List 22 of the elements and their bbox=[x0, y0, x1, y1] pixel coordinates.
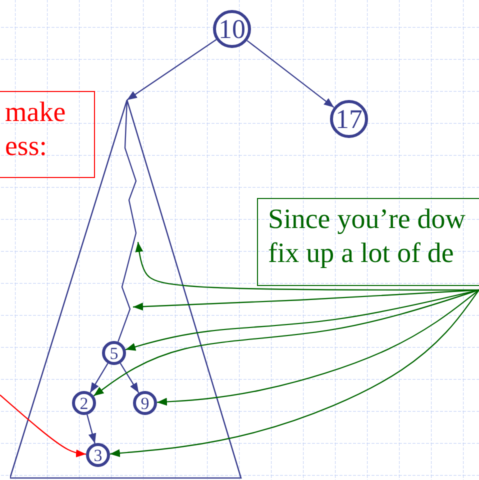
callout-text: make ess: bbox=[5, 96, 67, 164]
callout-box bbox=[257, 198, 479, 286]
arrow bbox=[246, 40, 334, 108]
arrow bbox=[125, 289, 479, 351]
arrow bbox=[93, 289, 479, 396]
arrow bbox=[132, 289, 479, 311]
node-key: 10 bbox=[218, 16, 246, 42]
connector-line bbox=[118, 100, 137, 342]
node-key: 17 bbox=[336, 106, 362, 132]
arrow bbox=[126, 39, 217, 100]
arrow bbox=[120, 362, 140, 394]
node-key: 5 bbox=[110, 344, 118, 362]
node-key: 9 bbox=[140, 394, 150, 412]
node-key: 3 bbox=[94, 446, 102, 464]
arrow bbox=[0, 394, 86, 458]
node-key: 2 bbox=[80, 394, 88, 412]
arrow bbox=[156, 290, 479, 406]
arrow bbox=[110, 290, 479, 458]
callout-text: Since you’re dow fix up a lot of de bbox=[268, 203, 467, 270]
arrow bbox=[86, 414, 96, 444]
callout-box bbox=[0, 91, 95, 178]
arrow bbox=[90, 362, 108, 394]
